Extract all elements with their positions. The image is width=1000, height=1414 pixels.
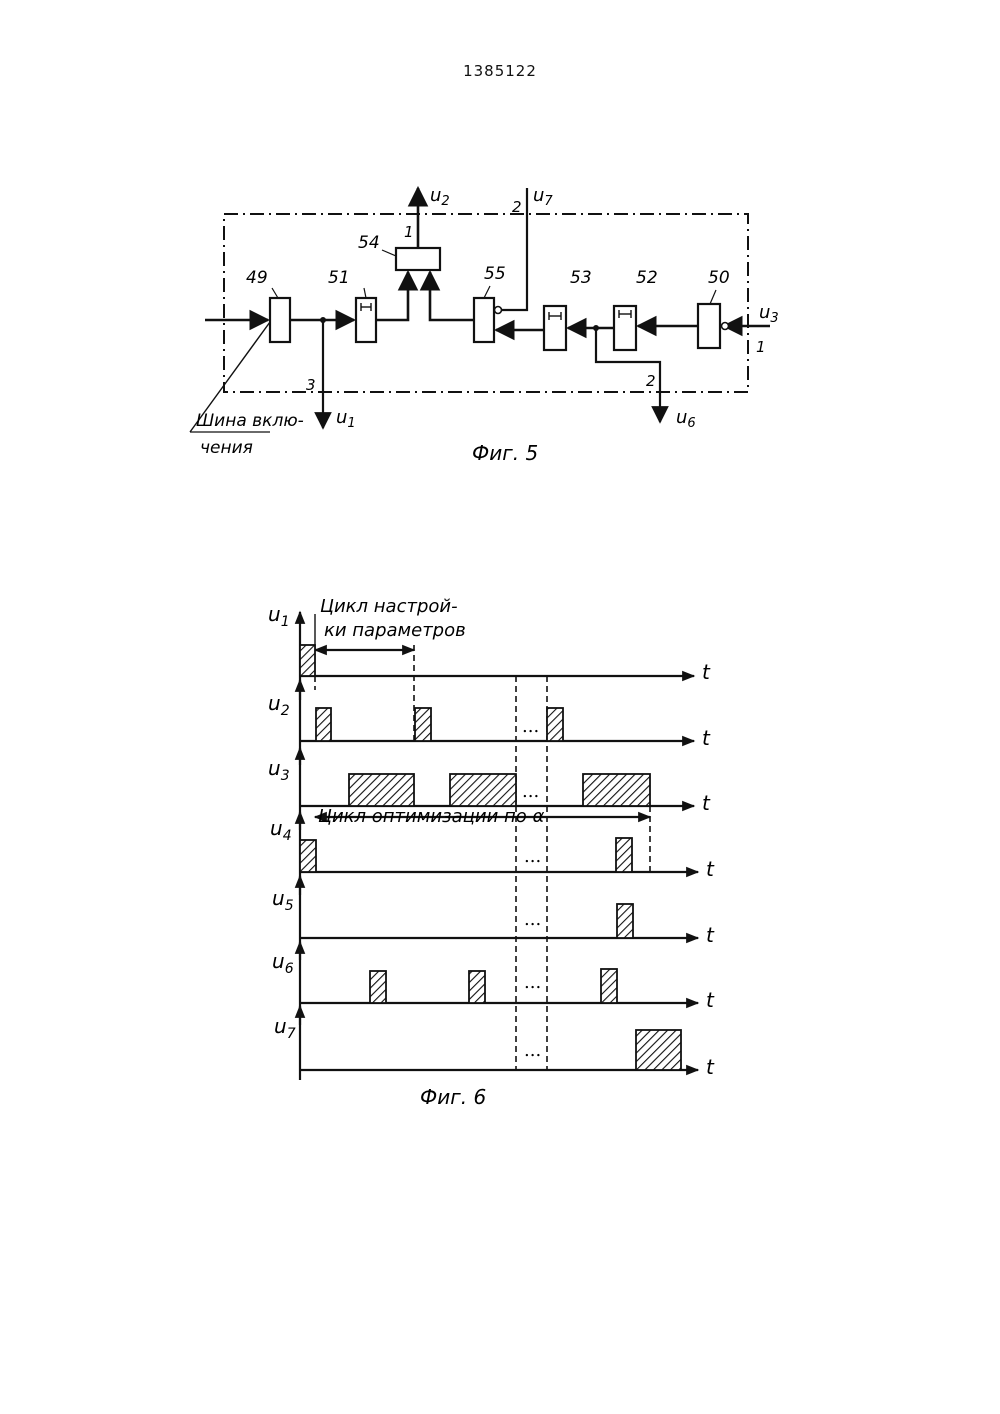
fig6-cycle-label-1: Цикл настрой-: [320, 596, 458, 617]
fig5-caption: Фиг. 5: [472, 441, 538, 465]
fig5-line-51-54: [376, 272, 408, 320]
fig5-pin-2-top: 2: [512, 198, 522, 216]
fig6-label-u3: u3: [268, 756, 290, 784]
fig5-signal-u2: u2: [430, 185, 450, 209]
fig6-ellipsis-u7: ...: [524, 1040, 541, 1061]
fig5-label-49: 49: [246, 268, 268, 288]
fig6-pulse-u6-2: [469, 971, 485, 1003]
fig5-pin-1-top: 1: [404, 223, 414, 241]
fig5-signal-u3: u3: [759, 302, 779, 326]
fig6-pulse-u6-1: [370, 971, 386, 1003]
fig6-pulse-u3-1: [349, 774, 414, 806]
fig5-label-52: 52: [636, 268, 658, 288]
fig6-pulse-u1-1: [300, 645, 315, 676]
fig5-label-51: 51: [328, 268, 350, 288]
fig6-pulse-u3-2: [450, 774, 516, 806]
fig6-label-u6: u6: [272, 949, 294, 977]
fig5-line-55-54: [430, 272, 474, 320]
fig6-opt-label: Цикл оптимизации по α: [318, 806, 544, 827]
fig6-label-u7: u7: [274, 1014, 296, 1042]
fig5-label-53: 53: [570, 268, 592, 288]
fig5-signal-u7: u7: [533, 185, 553, 209]
fig5-label-55: 55: [484, 264, 506, 284]
fig5-label-50: 50: [708, 268, 730, 288]
fig6-ellipsis-u5: ...: [524, 909, 541, 930]
fig6-label-u1: u1: [268, 602, 290, 630]
fig6-pulse-u6-3: [601, 969, 617, 1003]
fig5-label-54: 54: [358, 233, 380, 253]
fig6-pulse-u2-1: [316, 708, 331, 741]
fig6-t-u4: t: [706, 857, 715, 881]
fig5-block-52: [614, 306, 636, 350]
fig6-caption: Фиг. 6: [420, 1085, 486, 1109]
fig5-signal-u1: u1: [336, 407, 356, 431]
fig6-label-u2: u2: [268, 691, 290, 719]
fig6-timing: t t t t t t t u1 u2 u3 u4 u5 u6 u7 Цикл …: [268, 596, 715, 1109]
fig6-t-u3: t: [702, 791, 711, 815]
fig6-ellipsis-u2: ...: [522, 716, 539, 737]
fig6-ellipsis-u3: ...: [522, 781, 539, 802]
fig5-block-54: [396, 248, 440, 270]
fig6-pulse-u4-1: [300, 840, 316, 872]
fig6-pulse-u3-3: [583, 774, 650, 806]
fig5-block-51: [356, 298, 376, 342]
fig6-t-u6: t: [706, 988, 715, 1012]
fig6-t-u5: t: [706, 923, 715, 947]
fig5-bus-label-2: чения: [200, 438, 253, 458]
fig6-pulse-u2-3: [547, 708, 563, 741]
fig6-ellipsis-u6: ...: [524, 972, 541, 993]
fig5-block-49: [270, 298, 290, 342]
fig5-pin-3-bottom: 3: [306, 376, 316, 394]
fig5-block-55: [474, 298, 494, 342]
fig5-block-50: [698, 304, 720, 348]
fig5-signal-u6: u6: [676, 407, 696, 431]
fig6-t-u2: t: [702, 726, 711, 750]
fig6-ellipsis-u4: ...: [524, 846, 541, 867]
fig6-pulse-u5-1: [617, 904, 633, 938]
fig6-t-u1: t: [702, 660, 711, 684]
fig5-circuit: 49 51 54 55 53 52 50 1 2 3 2 1 u2 u7 u3 …: [190, 185, 779, 465]
fig6-pulse-u7-1: [636, 1030, 681, 1070]
fig6-pulse-u2-2: [415, 708, 431, 741]
fig6-t-u7: t: [706, 1055, 715, 1079]
fig6-pulse-u4-2: [616, 838, 632, 872]
fig6-cycle-label-2: ки параметров: [324, 620, 466, 641]
fig5-bus-label-1: Шина вклю-: [196, 411, 304, 431]
fig5-block-53: [544, 306, 566, 350]
fig6-label-u5: u5: [272, 886, 294, 914]
fig5-pin-2-bottom: 2: [646, 372, 656, 390]
fig6-label-u4: u4: [270, 816, 292, 844]
fig5-pin-1-right: 1: [756, 338, 766, 356]
